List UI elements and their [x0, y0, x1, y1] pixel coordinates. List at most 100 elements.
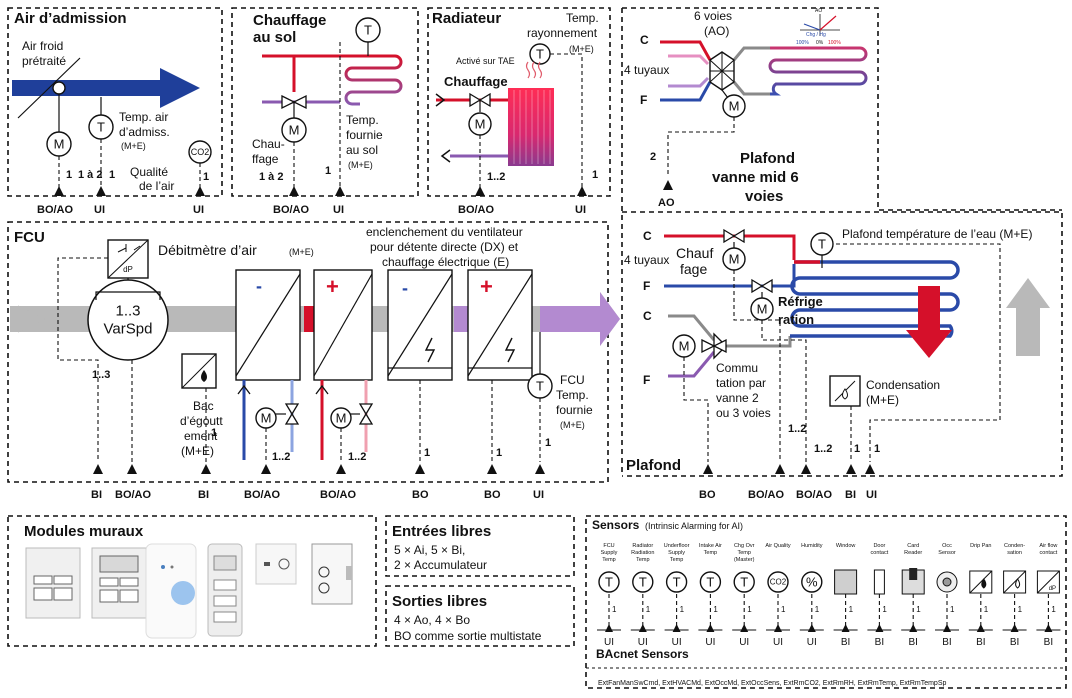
- occupancy-lens-icon: [942, 577, 952, 587]
- wall-module-2: [91, 547, 147, 619]
- ceiling-c-label-2: C: [643, 309, 652, 323]
- water-drop-icon: [981, 578, 987, 589]
- sensor-symbol: [665, 571, 688, 593]
- fcu-supply-label-1: FCU: [560, 373, 585, 387]
- wall-module-6-knob-a: [318, 566, 330, 578]
- sensor-label: Air flow: [1039, 543, 1057, 549]
- wall-module-5-body: [255, 543, 297, 585]
- air-intake-frame: [7, 7, 223, 197]
- sensor-symbol-text: T: [706, 575, 714, 590]
- condensation-label-2: (M+E): [866, 393, 899, 407]
- ceiling-io-1: BO: [699, 489, 716, 501]
- mini-chart-left: 100%: [796, 40, 809, 46]
- ceiling-commut-label-2: tation par: [716, 376, 766, 390]
- fcu-title: FCU: [14, 229, 45, 246]
- sensor-label: Temp: [602, 557, 615, 563]
- ceiling-io-arrow-2: [775, 464, 785, 474]
- sensor-io-arrow: [706, 624, 715, 632]
- sixway-title-1: 6 voies: [694, 9, 732, 23]
- ceiling-return-f: [668, 351, 716, 378]
- sensor-io: BI: [942, 637, 951, 648]
- fcu-frame: [7, 221, 609, 483]
- condensation-label-1: Condensation: [866, 378, 940, 392]
- wall-module-6-body: [311, 543, 353, 605]
- floor-heat-label-1: Chau-: [252, 137, 285, 151]
- ceiling-io-arrow-4: [846, 464, 856, 474]
- sensor-symbol-text: T: [673, 575, 681, 590]
- fcu-supply-label-4: (M+E): [560, 420, 585, 430]
- dx-label-2: pour détente directe (DX) et: [370, 240, 519, 254]
- floor-valve-count: 1 à 2: [259, 171, 283, 183]
- floor-heating-frame: [231, 7, 419, 197]
- intake-temp-label-1: Temp. air: [119, 110, 168, 124]
- floor-valve-io: BO/AO: [273, 204, 310, 216]
- sensor-symbol: [733, 571, 755, 593]
- heating-coil-sign: +: [326, 274, 339, 299]
- airflow-wire: [57, 257, 108, 462]
- switch-sensor-diag: [1003, 570, 1026, 594]
- drip-label-3: ement: [184, 429, 218, 443]
- fcu-section: FCU 1..3 VarSpd dP Débitmètre d’air (M+E…: [7, 221, 620, 501]
- intake-temp-letter: T: [97, 120, 105, 135]
- ceiling-cool-label-1: Réfrige: [778, 294, 823, 309]
- sensor-io: BI: [1010, 637, 1019, 648]
- sensor-label: Radiator: [632, 543, 653, 549]
- water-drop-icon: [1015, 578, 1021, 589]
- dx-label-3: chauffage électrique (E): [382, 255, 509, 269]
- free-outputs-line-2: BO comme sortie multistate: [394, 629, 542, 643]
- intake-air-arrow: [12, 68, 200, 108]
- fcu-io-1: BI: [91, 489, 102, 501]
- fcu-duct-dx-band: [454, 306, 468, 332]
- sensor-label: Occ: [942, 543, 952, 549]
- ceiling-c-label-1: C: [643, 229, 652, 243]
- fcu-io-arrow-1: [93, 464, 103, 474]
- airflow-meter-diag: [107, 239, 149, 279]
- sensor-count: 1: [646, 605, 651, 614]
- fcu-supply-temp-letter: T: [536, 379, 544, 394]
- ceiling-io-2: BO/AO: [748, 489, 785, 501]
- heat-rise-arrow: [1006, 278, 1050, 356]
- sixway-name-1: Plafond: [740, 150, 795, 167]
- sensor-io-arrow: [740, 624, 749, 632]
- sensor-symbol: [699, 571, 722, 593]
- ceiling-io-arrow-3: [801, 464, 811, 474]
- dx-coil-diag: [387, 273, 453, 377]
- ceiling-io-arrow-1: [703, 464, 713, 474]
- intake-co2-label: CO2: [191, 147, 210, 157]
- wall-module-1-btn-b: [53, 575, 73, 585]
- dx-coil-sign: -: [402, 278, 408, 298]
- air-intake-label-1: Air froid: [22, 39, 63, 53]
- intake-temp-io: UI: [94, 204, 105, 216]
- sixway-hot-return: [668, 54, 710, 66]
- heat-waves-icon: [525, 61, 543, 79]
- sensor-symbol: [632, 571, 654, 593]
- intake-co2-count: 1: [203, 171, 209, 183]
- wall-module-4: [207, 543, 243, 637]
- sensor-count: 1: [882, 605, 887, 614]
- intake-quality-label-2: de l’air: [139, 179, 174, 193]
- sixway-ceiling-coil: [768, 46, 868, 96]
- mini-chart-title: Chg / Hg: [806, 32, 826, 38]
- floor-temp-count: 1: [325, 165, 331, 177]
- bacnet-title: BAcnet Sensors: [596, 647, 689, 661]
- sensor-count: 1: [612, 605, 617, 614]
- mini-chart-ao: AO: [815, 8, 822, 14]
- intake-temp-count: 1 à 2: [78, 169, 102, 181]
- airflow-dp-label: dP: [123, 265, 133, 274]
- ceiling-section: Plafond Plafond température de l’eau (M+…: [622, 211, 1063, 501]
- wall-module-3-dot: [170, 565, 174, 569]
- sensor-label: Card: [907, 543, 919, 549]
- ceiling-heat-wire: [733, 270, 781, 462]
- sixway-f-label: F: [640, 93, 647, 107]
- sensor-label: Window: [836, 543, 856, 549]
- radiator-return-arrow: [440, 149, 451, 163]
- sixway-hot-supply: [660, 40, 712, 61]
- sixway-valve-spokes: [709, 52, 735, 90]
- radiator-section: Radiateur Temp. rayonnement (M+E) Activé…: [427, 7, 611, 216]
- heater-lightning-icon: [504, 337, 516, 363]
- intake-motor-io: BO/AO: [37, 204, 74, 216]
